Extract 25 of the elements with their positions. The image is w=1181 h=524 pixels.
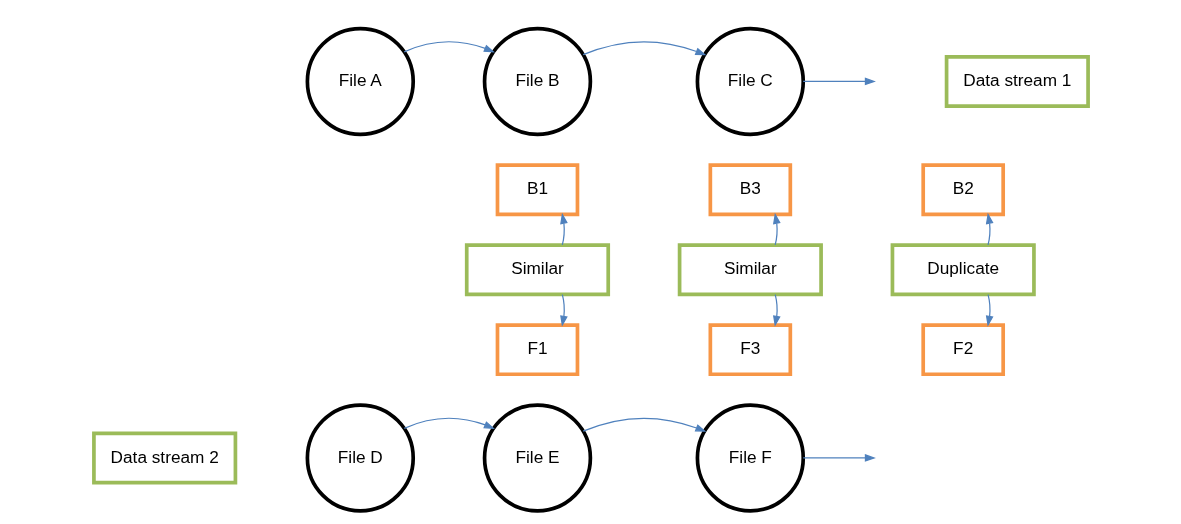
node-circle: File D (305, 403, 415, 513)
arrow (772, 293, 781, 327)
arrow (559, 293, 568, 327)
arrow (403, 41, 495, 53)
node-box: Similar (677, 243, 823, 297)
arrow (985, 212, 993, 246)
node-box: F2 (920, 323, 1005, 377)
node-box: Data stream 1 (944, 55, 1090, 108)
arrow (985, 293, 993, 327)
node-box: F1 (495, 323, 579, 377)
arrow (582, 41, 706, 56)
arrow (802, 77, 876, 86)
node-box: Duplicate (890, 243, 1036, 297)
node-box: B3 (708, 163, 792, 217)
node-box: B1 (495, 163, 579, 217)
node-circle: File A (305, 26, 415, 137)
arrow (802, 454, 876, 462)
arrow (403, 417, 495, 429)
arrow (772, 212, 781, 246)
arrow (559, 212, 568, 246)
node-box: F3 (708, 323, 792, 377)
node-box: B2 (920, 163, 1005, 217)
node-box: Similar (464, 243, 610, 297)
node-box: Data stream 2 (91, 431, 237, 485)
arrow (582, 417, 706, 432)
